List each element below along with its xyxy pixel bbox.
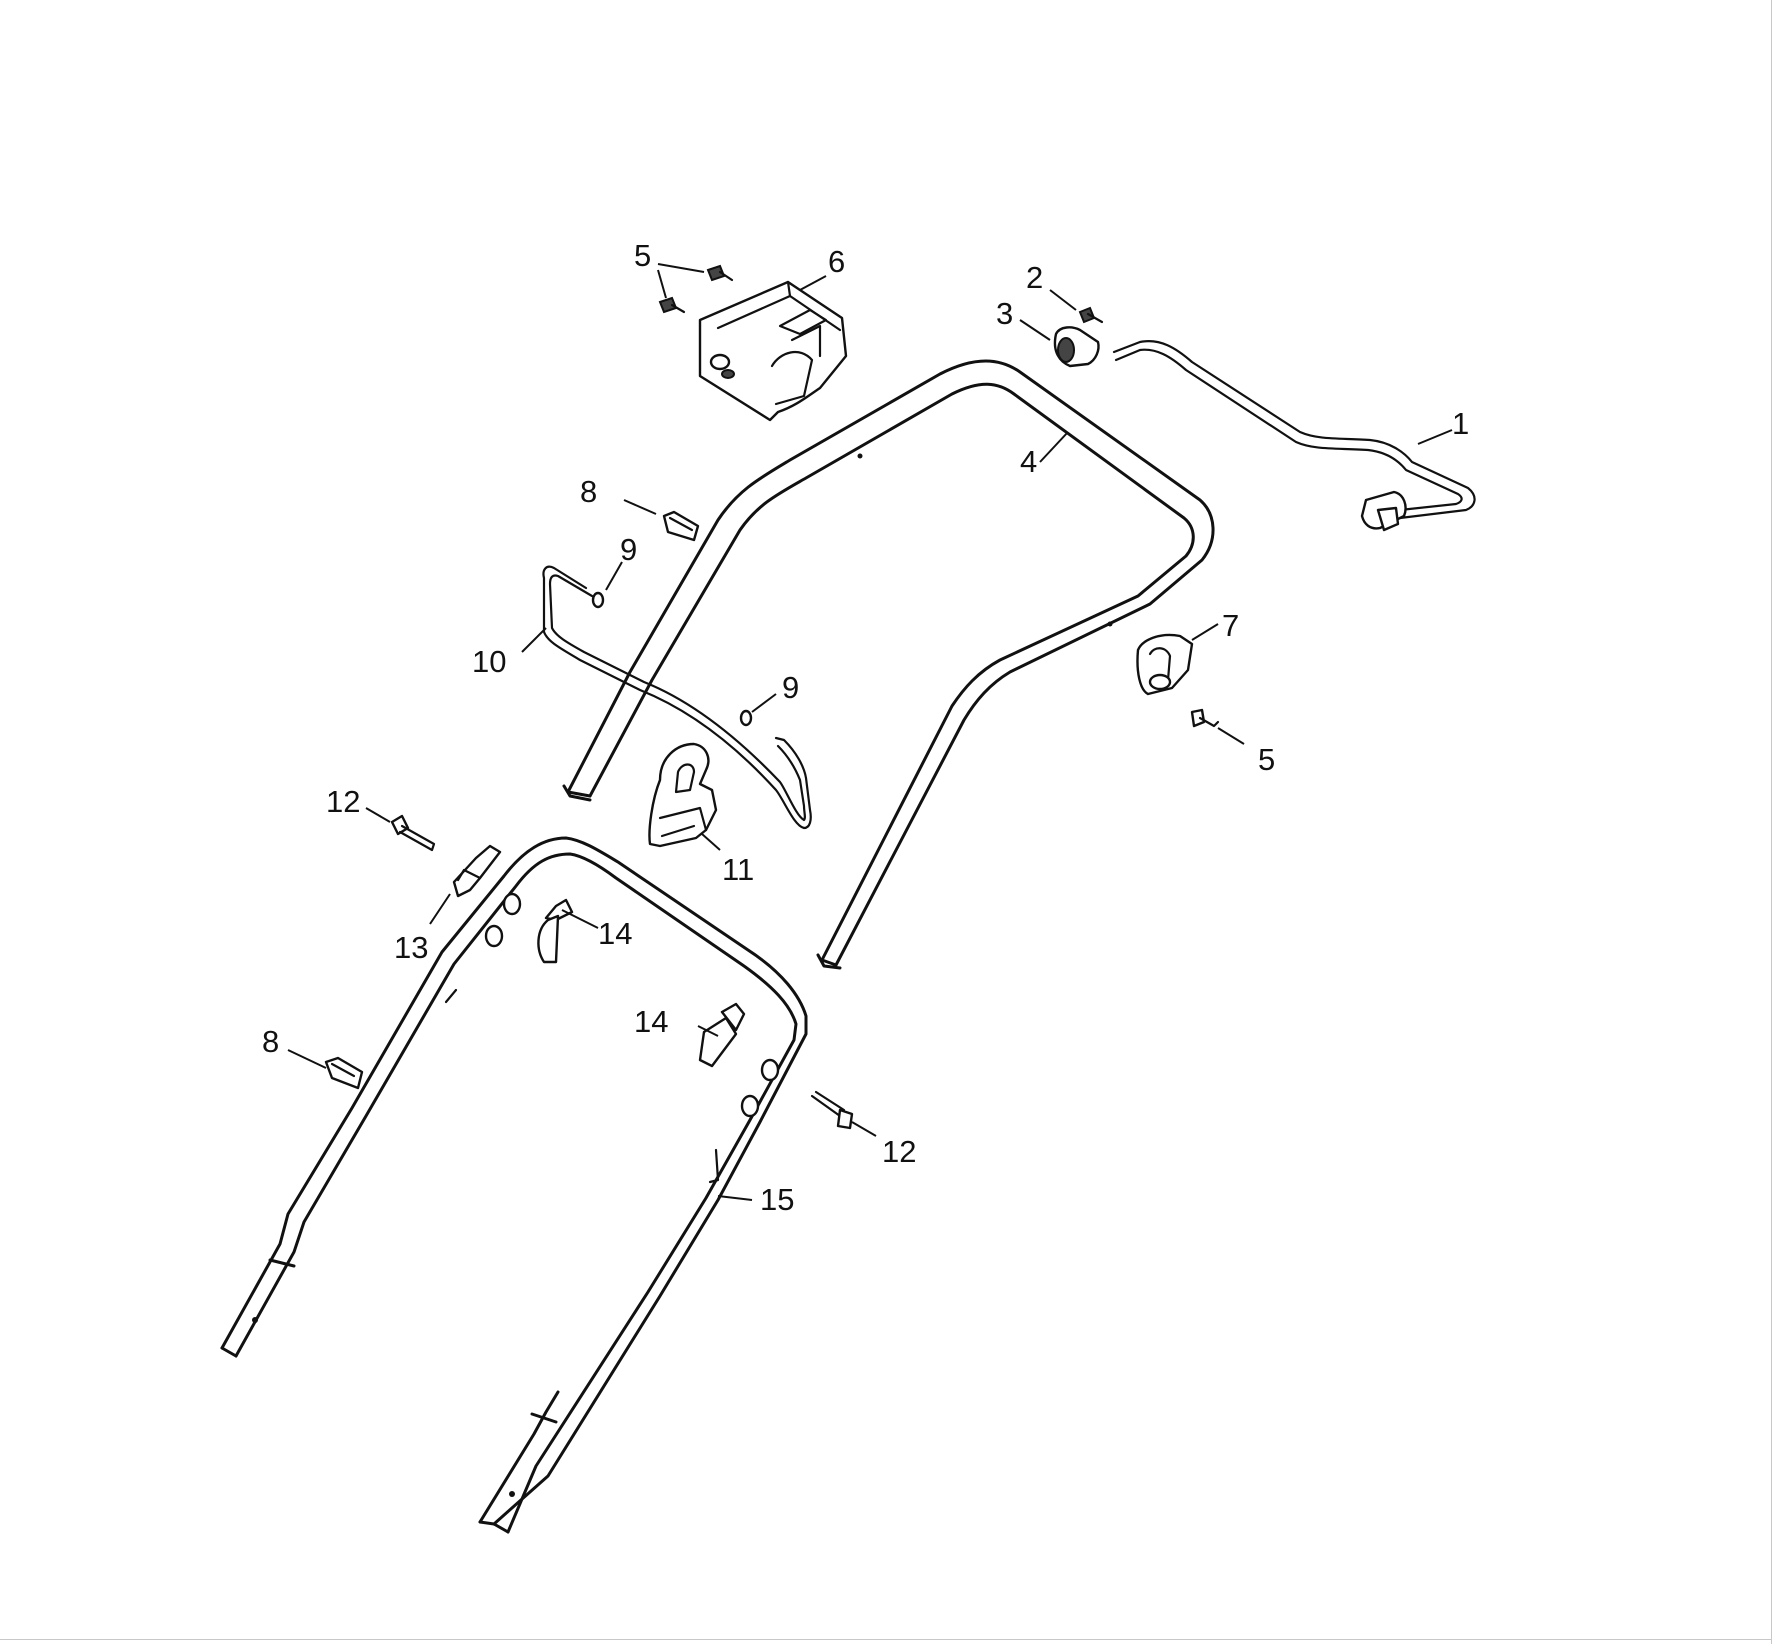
callout-5-lower: 5 [1258,742,1275,777]
screw-part-5-upper [658,264,734,314]
bracket-part-13 [452,844,502,898]
frame-edge-bottom [0,1639,1772,1640]
screw-part-2 [1078,306,1104,324]
knob-part-14-lower [698,1002,746,1068]
frame-margin-right [1772,0,1780,1644]
callout-14-lower: 14 [634,1004,668,1039]
cable-guide-part-11 [648,742,718,848]
callout-2: 2 [1026,260,1043,295]
callout-11: 11 [722,852,754,887]
bolt-part-12-upper [390,814,436,852]
callout-7: 7 [1222,608,1239,643]
control-cover-part-6 [698,280,848,422]
callout-5-upper: 5 [634,238,651,273]
cable-holder-part-3 [1053,326,1100,368]
frame-edge-right [1771,0,1772,1644]
bolt-part-12-lower [810,1090,854,1130]
callout-15: 15 [760,1182,794,1217]
callout-14-upper: 14 [598,916,632,951]
callout-1: 1 [1452,406,1469,441]
callout-13: 13 [394,930,428,965]
spacer-part-8-lower [324,1056,364,1090]
callout-4: 4 [1020,444,1037,479]
clip-part-9-upper [591,591,605,609]
upper-handle-part-4 [562,359,1215,970]
callout-10: 10 [472,644,506,679]
cable-clip-part-7 [1136,633,1194,696]
wire-bail-part-10 [542,565,812,830]
callout-labels: 1 2 3 4 5 5 6 7 8 8 9 9 10 11 12 12 13 1… [262,238,1469,1217]
callout-6: 6 [828,244,845,279]
clip-part-9-lower [739,709,753,727]
callout-9-upper: 9 [620,532,637,567]
lower-handle-part-15 [220,836,808,1534]
callout-3: 3 [996,296,1013,331]
callout-9-lower: 9 [782,670,799,705]
callout-12-lower: 12 [882,1134,916,1169]
callout-8-lower: 8 [262,1024,279,1059]
callout-12-upper: 12 [326,784,360,819]
screw-part-5-lower [1190,708,1220,728]
callout-8-upper: 8 [580,474,597,509]
knob-part-14-upper [537,898,574,964]
lever-bar-part-1 [1112,340,1476,532]
leader-lines [287,263,1453,1201]
spacer-part-8-upper [662,510,700,542]
